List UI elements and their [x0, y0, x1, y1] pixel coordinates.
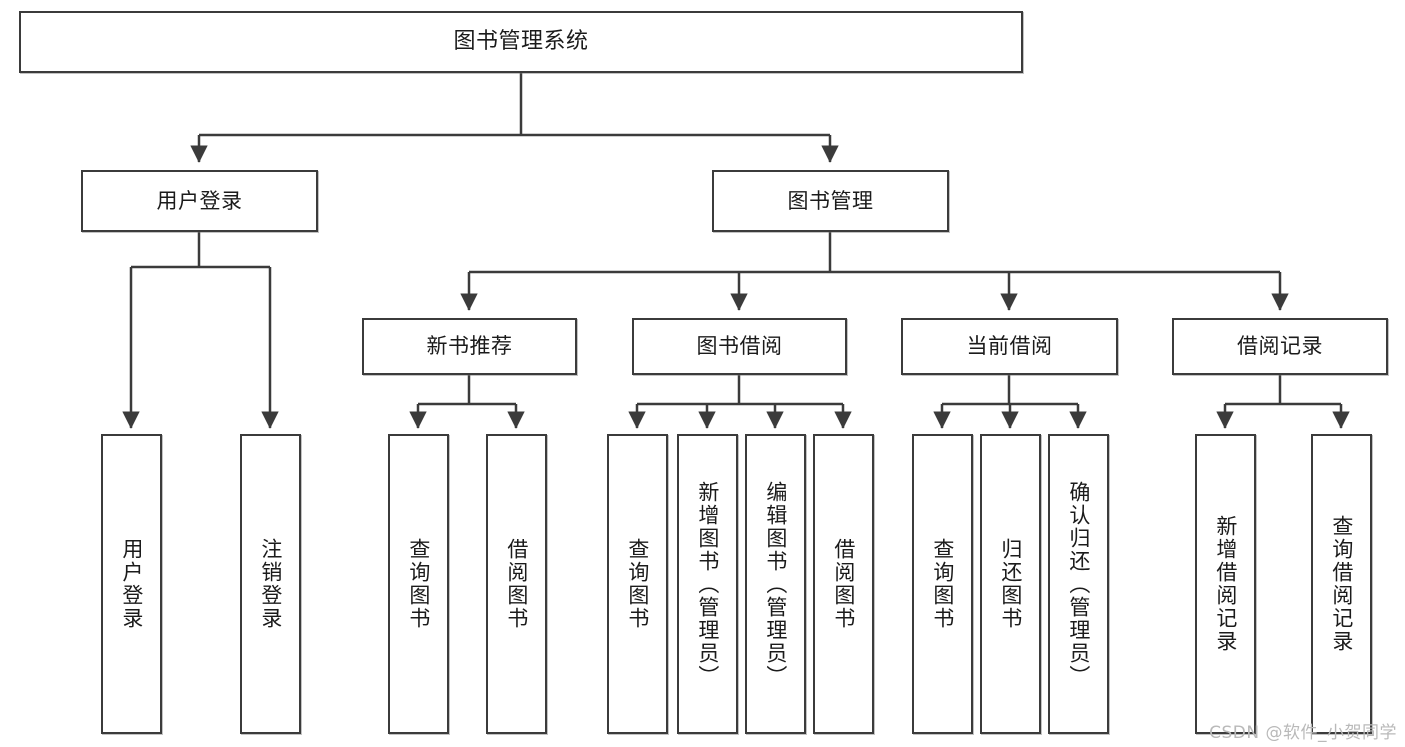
- node-borrow-record[interactable]: 借阅记录: [1172, 318, 1388, 375]
- leaf-query-book-borrow[interactable]: 查询图书: [607, 434, 668, 734]
- node-label: 注销登录: [258, 538, 283, 630]
- node-label: 查询图书: [930, 538, 955, 630]
- node-label: 借阅记录: [1237, 334, 1323, 359]
- leaf-confirm-return-admin[interactable]: 确认归还（管理员）: [1048, 434, 1109, 734]
- leaf-user-login-action[interactable]: 用户登录: [101, 434, 162, 734]
- leaf-query-borrow-record[interactable]: 查询借阅记录: [1311, 434, 1372, 734]
- node-book-borrow[interactable]: 图书借阅: [632, 318, 847, 375]
- node-label: 新增图书（管理员）: [695, 480, 720, 688]
- leaf-borrow-book[interactable]: 借阅图书: [813, 434, 874, 734]
- node-label: 确认归还（管理员）: [1066, 480, 1091, 688]
- node-current-borrow[interactable]: 当前借阅: [901, 318, 1118, 375]
- node-label: 新增借阅记录: [1213, 515, 1238, 653]
- node-label: 图书借阅: [696, 334, 783, 359]
- leaf-edit-book-admin[interactable]: 编辑图书（管理员）: [745, 434, 806, 734]
- leaf-borrow-book-recommend[interactable]: 借阅图书: [486, 434, 547, 734]
- node-label: 查询图书: [406, 538, 431, 630]
- node-book-management[interactable]: 图书管理: [712, 170, 949, 232]
- leaf-return-book[interactable]: 归还图书: [980, 434, 1041, 734]
- leaf-add-borrow-record[interactable]: 新增借阅记录: [1195, 434, 1256, 734]
- leaf-query-book-recommend[interactable]: 查询图书: [388, 434, 449, 734]
- node-label: 用户登录: [156, 188, 243, 213]
- leaf-logout[interactable]: 注销登录: [240, 434, 301, 734]
- leaf-query-book-current[interactable]: 查询图书: [912, 434, 973, 734]
- node-label: 用户登录: [119, 538, 144, 630]
- node-root-system[interactable]: 图书管理系统: [19, 11, 1023, 73]
- node-label: 新书推荐: [426, 334, 513, 359]
- node-label: 当前借阅: [966, 334, 1053, 359]
- node-new-book-recommend[interactable]: 新书推荐: [362, 318, 577, 375]
- node-label: 图书管理: [787, 188, 874, 213]
- node-label: 查询借阅记录: [1329, 515, 1354, 653]
- node-label: 归还图书: [998, 538, 1023, 630]
- node-label: 图书管理系统: [453, 29, 589, 55]
- node-user-login[interactable]: 用户登录: [81, 170, 318, 232]
- node-label: 借阅图书: [504, 538, 529, 630]
- node-label: 查询图书: [625, 538, 650, 630]
- node-label: 编辑图书（管理员）: [763, 480, 788, 688]
- node-label: 借阅图书: [831, 538, 856, 630]
- leaf-add-book-admin[interactable]: 新增图书（管理员）: [677, 434, 738, 734]
